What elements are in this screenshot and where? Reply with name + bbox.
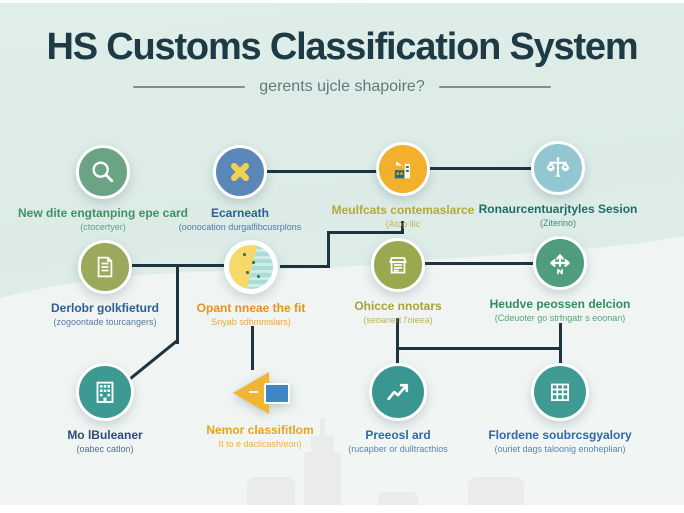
node-compliance: Meulfcats contemaslarce (Atop llic [308, 142, 498, 230]
node-search-label: New dite engtanping epe card [17, 206, 189, 220]
node-examine-label: Ecarneath [210, 206, 270, 220]
node-search-sublabel: (ctocertyer) [80, 222, 126, 233]
node-navigate-label: Heudve peossen delcion [489, 297, 631, 311]
node-navigate-circle [533, 236, 587, 290]
subtitle-row: gerents ujcle shapoire? [0, 78, 684, 96]
map-icon [229, 245, 273, 289]
arrow-left-icon [231, 370, 290, 416]
connector-cross-bar [396, 347, 562, 350]
storefront-icon [389, 257, 407, 274]
node-map: Opant nneae the fit Snyab sdhmmslars) [156, 240, 346, 328]
node-table-sublabel: (ouriet dags taloonig enoheplian) [494, 444, 626, 455]
connector-storefront-navigate [425, 262, 533, 265]
node-growth: Preeosl ard (rucapber or dulltracthios [303, 363, 493, 455]
node-examine: Ecarneath (oonocation durgalfibcusrplons [145, 145, 335, 233]
node-map-label: Opant nneae the fit [196, 301, 306, 315]
connector-compliance-map-h1 [327, 231, 404, 234]
node-classify: Nemor classifitlom It to e daclicash/eon… [165, 370, 355, 450]
node-navigate: Heudve peossen delcion (Cdeuoter go strf… [465, 236, 655, 324]
node-building: Mo lBuleaner (oabec catlon) [10, 363, 200, 455]
node-storefront: Ohicce nnotars (seoanert l'oieea) [303, 238, 493, 326]
connector-compliance-balance [430, 167, 532, 170]
factory-icon [394, 161, 410, 179]
magnifier-icon [92, 161, 114, 183]
node-examine-sublabel: (oonocation durgalfibcusrplons [178, 222, 302, 233]
connector-document-building-v [176, 264, 179, 344]
node-document-sublabel: (zogoontade tourcangers) [53, 317, 157, 328]
node-balance-circle [531, 141, 585, 195]
subtitle: gerents ujcle shapoire? [259, 77, 425, 95]
node-compliance-sublabel: (Atop llic [385, 219, 421, 230]
node-search: New dite engtanping epe card (ctocertyer… [8, 145, 198, 233]
node-navigate-sublabel: (Cdeuoter go strfngatr s eoonan) [494, 313, 626, 324]
connector-storefront-growth [396, 318, 399, 367]
connector-examine-compliance [267, 170, 377, 173]
node-building-circle [76, 363, 134, 421]
node-table-circle [531, 363, 589, 421]
connector-compliance-map-v1 [401, 221, 404, 234]
node-growth-label: Preeosl ard [365, 428, 431, 442]
building-icon [96, 381, 114, 403]
connector-map-classify [251, 326, 254, 370]
trend-up-icon [387, 383, 409, 401]
document-icon [97, 256, 113, 278]
table-grid-icon [551, 383, 569, 401]
move-arrows-icon [550, 254, 570, 275]
connector-compliance-map-v2 [327, 231, 330, 268]
node-document-circle [78, 240, 132, 294]
subtitle-rule-left [133, 85, 246, 88]
node-growth-circle [369, 363, 427, 421]
header: HS Customs Classification System gerents… [0, 26, 684, 96]
node-growth-sublabel: (rucapber or dulltracthios [348, 444, 448, 455]
node-storefront-circle [371, 238, 425, 292]
scales-icon [546, 157, 570, 177]
node-table-label: Flordene soubrcsgyalory [488, 428, 632, 442]
top-border-band [0, 0, 684, 3]
page-title: HS Customs Classification System [46, 26, 639, 68]
node-balance-label: Ronaurcentuarjtyles Sesion [478, 202, 638, 216]
node-document-label: Derlobr golkfieturd [50, 301, 159, 315]
subtitle-rule-right [438, 85, 551, 88]
node-compliance-label: Meulfcats contemaslarce [331, 203, 475, 217]
node-map-sublabel: Snyab sdhmmslars) [211, 317, 291, 328]
bottom-border-band [0, 505, 684, 513]
node-search-circle [76, 145, 130, 199]
node-compliance-circle [376, 142, 430, 196]
node-document: Derlobr golkfieturd (zogoontade tourcang… [10, 240, 200, 328]
node-storefront-sublabel: (seoanert l'oieea) [363, 315, 433, 326]
x-cross-icon [231, 163, 249, 181]
node-table: Flordene soubrcsgyalory (ouriet dags tal… [465, 363, 655, 455]
node-map-circle [224, 240, 278, 294]
node-building-sublabel: (oabec catlon) [76, 444, 134, 455]
node-classify-sublabel: It to e daclicash/eon) [218, 439, 302, 450]
node-balance: Ronaurcentuarjtyles Sesion (Ziterino) [463, 141, 653, 229]
node-classify-label: Nemor classifitlom [206, 423, 314, 437]
connector-compliance-map-h2 [280, 265, 330, 268]
arrow-left-rect [264, 383, 290, 404]
node-examine-circle [213, 145, 267, 199]
node-storefront-label: Ohicce nnotars [354, 299, 442, 313]
node-balance-sublabel: (Ziterino) [539, 218, 576, 229]
node-building-label: Mo lBuleaner [67, 428, 143, 442]
connector-navigate-table [559, 323, 562, 368]
